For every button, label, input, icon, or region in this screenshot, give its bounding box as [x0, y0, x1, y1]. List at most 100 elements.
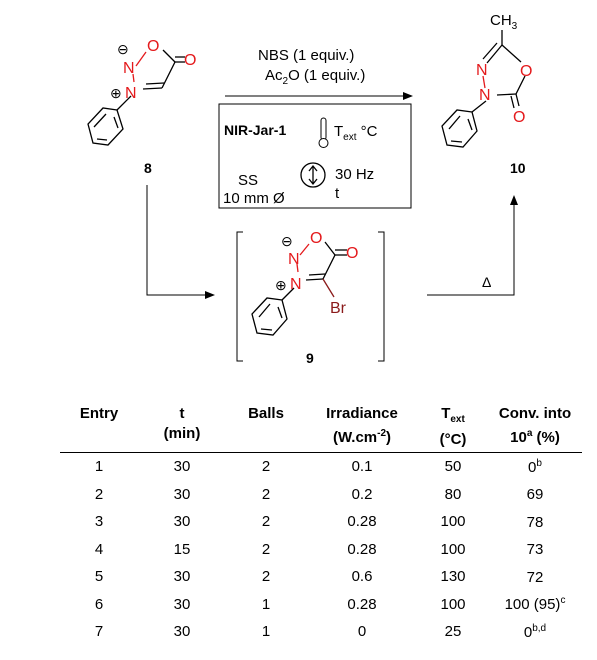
phenyl-ring-10 — [441, 109, 478, 148]
header-temperature: Text(°C) — [439, 405, 467, 448]
bond-c5-n4 — [486, 44, 503, 64]
atom9-o-carbonyl: O — [346, 245, 358, 262]
thermometer-icon — [318, 117, 329, 148]
compound-8-label: 8 — [144, 160, 152, 176]
atom9-n-minus: N — [288, 251, 300, 268]
intermediate-9-brackets — [236, 231, 385, 362]
cell-balls: 2 — [261, 540, 271, 558]
conditions-box — [218, 103, 412, 209]
atom-n3: N — [479, 87, 491, 104]
bond9-c5-c4 — [322, 254, 336, 280]
bond-n2-o1 — [135, 51, 147, 67]
cell-irradiance: 0.2 — [351, 485, 373, 503]
bond9-c4-br — [322, 278, 335, 298]
cell-conversion: 0b — [528, 457, 542, 476]
ball-size: 10 mm Ø — [223, 190, 285, 207]
cell-balls: 1 — [261, 595, 271, 613]
bond-c5-c4 — [161, 61, 176, 89]
bond9-o1-c5 — [324, 241, 336, 256]
header-entry: Entry — [79, 405, 119, 422]
atom-o1: O — [520, 63, 532, 80]
compound-8-structure: O N N O ⊖ ⊕ 8 — [87, 38, 196, 176]
phenyl-10-inner-2 — [450, 140, 463, 143]
phenyl-9-inner-1 — [258, 303, 271, 318]
cell-temperature: 50 — [444, 458, 462, 476]
charge-plus: ⊕ — [110, 85, 122, 101]
bond9-n3-n2 — [296, 263, 299, 273]
cell-balls: 2 — [261, 458, 271, 476]
atom-o-ring: O — [147, 38, 159, 55]
cell-entry: 6 — [94, 595, 104, 613]
bond-n3-n2 — [132, 73, 135, 83]
temperature-label: Text °C — [334, 123, 378, 143]
cell-temperature: 80 — [444, 485, 462, 503]
cell-temperature: 25 — [444, 623, 462, 641]
cell-conversion: 100 (95)c — [504, 595, 566, 614]
bond9-n2-o1 — [299, 243, 310, 256]
atom-o-carbonyl-10: O — [513, 109, 525, 126]
cell-balls: 2 — [261, 513, 271, 531]
atom9-o-ring: O — [310, 230, 322, 247]
charge9-plus: ⊕ — [275, 277, 287, 293]
cell-balls: 1 — [261, 623, 271, 641]
ball-material: SS — [238, 172, 258, 189]
phenyl-9-inner-2 — [260, 328, 273, 331]
cell-time: 30 — [173, 568, 191, 586]
reagent-ac2o: Ac2O (1 equiv.) — [265, 67, 365, 87]
compound-10-structure: CH3 N O N O 10 — [441, 12, 532, 176]
cell-temperature: 130 — [440, 568, 466, 586]
cell-time: 30 — [173, 458, 191, 476]
cell-temperature: 100 — [440, 595, 466, 613]
charge9-minus: ⊖ — [281, 233, 293, 249]
phenyl-10-inner-3 — [467, 118, 473, 131]
cell-time: 30 — [173, 595, 191, 613]
cell-conversion: 72 — [526, 568, 544, 586]
reaction-arrow-top — [225, 92, 413, 100]
header-irradiance: Irradiance(W.cm-2) — [326, 405, 398, 446]
cell-irradiance: 0 — [357, 623, 367, 641]
cell-irradiance: 0.28 — [347, 540, 377, 558]
time-label: t — [335, 185, 340, 202]
bond-c2-n3 — [496, 93, 517, 96]
bond-n3-ph — [471, 100, 487, 113]
compound-9-structure: O N N O Br ⊖ ⊕ 9 — [251, 230, 358, 366]
cell-entry: 7 — [94, 623, 104, 641]
bond-o1-c5 — [162, 49, 176, 63]
phenyl-10-inner-1 — [448, 115, 461, 130]
bond9-n3-ph — [281, 287, 295, 301]
cell-conversion: 73 — [526, 541, 544, 559]
cell-balls: 2 — [261, 568, 271, 586]
cell-irradiance: 0.28 — [347, 513, 377, 531]
cell-entry: 4 — [94, 540, 104, 558]
reagent-nbs: NBS (1 equiv.) — [258, 47, 354, 64]
bond-c4-n3 — [142, 87, 163, 90]
atom-o-carbonyl: O — [184, 52, 196, 69]
compound-10-label: 10 — [510, 160, 526, 176]
charge-minus: ⊖ — [117, 41, 129, 57]
cell-entry: 1 — [94, 458, 104, 476]
reaction-arrow-to-9 — [146, 185, 215, 299]
cell-entry: 5 — [94, 568, 104, 586]
cell-entry: 3 — [94, 513, 104, 531]
compound-9-label: 9 — [306, 350, 314, 366]
bond-c4-n3-double — [145, 82, 165, 85]
cell-entry: 2 — [94, 485, 104, 503]
heat-symbol: Δ — [482, 274, 491, 290]
bond-n3-ph — [116, 95, 132, 111]
cell-temperature: 100 — [440, 540, 466, 558]
phenyl-ring-9 — [251, 297, 288, 336]
cell-conversion: 78 — [526, 513, 544, 531]
reaction-arrow-to-10 — [427, 195, 518, 296]
bond-c5-o1 — [501, 44, 522, 63]
bond-o1-c2 — [515, 75, 526, 95]
shaking-frequency-icon — [300, 162, 326, 188]
cell-time: 30 — [173, 485, 191, 503]
bond-c2-o — [515, 93, 520, 107]
